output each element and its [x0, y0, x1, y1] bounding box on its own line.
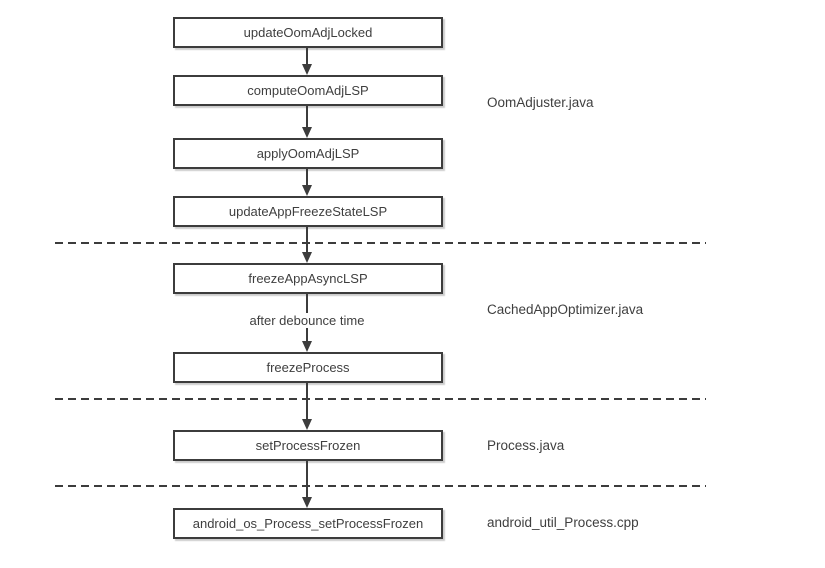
layer-separator-1 [55, 242, 706, 244]
arrowhead-down-icon [302, 497, 312, 508]
file-label-android_util_Process-cpp: android_util_Process.cpp [487, 515, 639, 530]
flow-arrow-2 [301, 105, 313, 138]
arrow-line [306, 47, 308, 66]
node-freezeAppAsyncLSP: freezeAppAsyncLSP [173, 263, 443, 294]
arrowhead-down-icon [302, 252, 312, 263]
flow-arrow-4 [301, 226, 313, 263]
node-updateOomAdjLocked: updateOomAdjLocked [173, 17, 443, 48]
layer-separator-2 [55, 398, 706, 400]
file-label-CachedAppOptimizer-java: CachedAppOptimizer.java [487, 302, 644, 317]
flow-arrow-6 [301, 382, 313, 430]
node-applyOomAdjLSP: applyOomAdjLSP [173, 138, 443, 169]
arrowhead-down-icon [302, 185, 312, 196]
arrowhead-down-icon [302, 419, 312, 430]
file-label-OomAdjuster-java: OomAdjuster.java [487, 95, 594, 110]
arrowhead-down-icon [302, 127, 312, 138]
arrow-line [306, 105, 308, 129]
layer-separator-3 [55, 485, 706, 487]
arrow-line [306, 226, 308, 254]
arrow-line [306, 168, 308, 187]
flow-arrow-3 [301, 168, 313, 196]
node-android_os_Process_setProcessFrozen: android_os_Process_setProcessFrozen [173, 508, 443, 539]
flow-arrow-1 [301, 47, 313, 75]
edge-label-after-debounce-time: after debounce time [244, 313, 370, 328]
node-updateAppFreezeStateLSP: updateAppFreezeStateLSP [173, 196, 443, 227]
arrow-line [306, 382, 308, 421]
node-computeOomAdjLSP: computeOomAdjLSP [173, 75, 443, 106]
flow-arrow-7 [301, 460, 313, 508]
node-setProcessFrozen: setProcessFrozen [173, 430, 443, 461]
arrow-line [306, 460, 308, 499]
node-freezeProcess: freezeProcess [173, 352, 443, 383]
arrowhead-down-icon [302, 341, 312, 352]
arrowhead-down-icon [302, 64, 312, 75]
file-label-Process-java: Process.java [487, 438, 565, 453]
